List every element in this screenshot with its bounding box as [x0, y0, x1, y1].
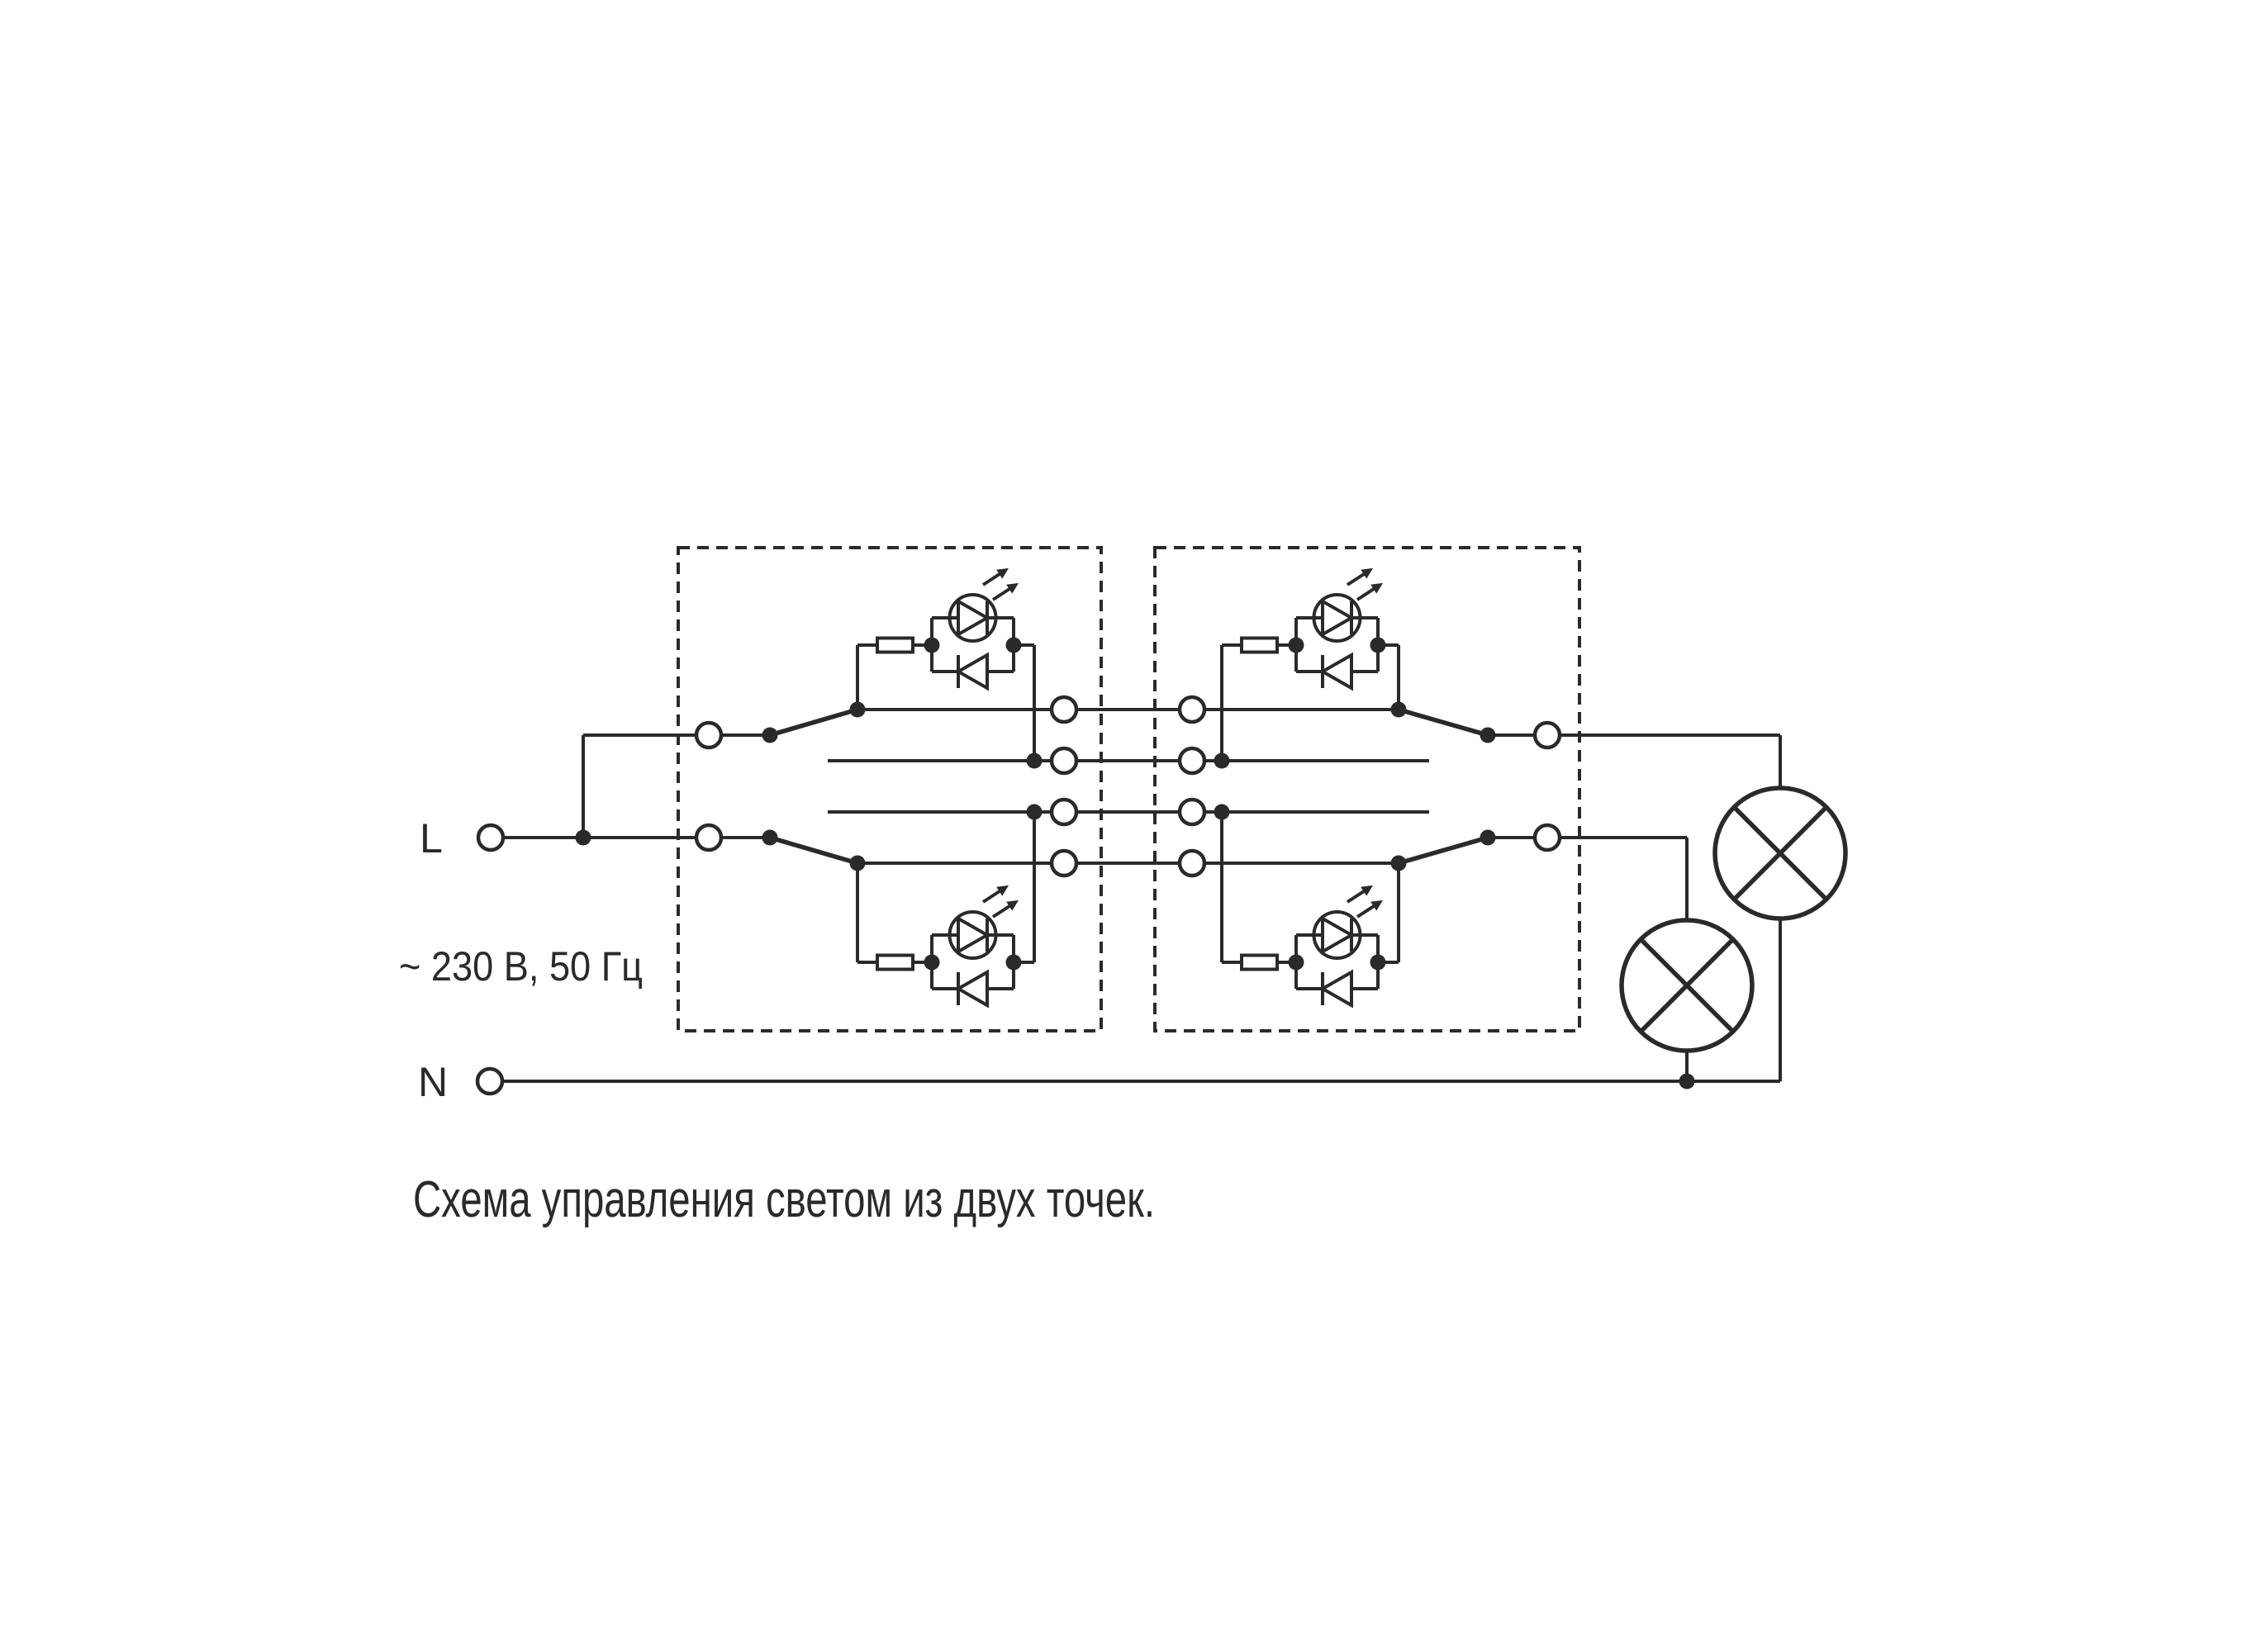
wires — [502, 645, 1782, 1083]
junction-dot-icon — [1214, 804, 1230, 820]
terminal-circle-icon — [1532, 823, 1562, 852]
junction-dot-icon — [849, 855, 866, 871]
junction-dot-icon — [1390, 855, 1407, 871]
junction-dot-icon — [849, 701, 866, 718]
switch-lever — [769, 707, 858, 738]
switch-lever — [1398, 707, 1489, 738]
terminal-circle-icon — [1177, 848, 1207, 878]
switch-unit-2-outline — [1153, 546, 1581, 1032]
junction-dots — [575, 701, 1695, 1089]
junction-dot-icon — [762, 727, 778, 743]
lamp-1 — [1712, 786, 1848, 921]
switch-lever — [1398, 835, 1489, 866]
terminal-circle-icon — [1049, 848, 1079, 878]
terminal-circle-icon — [1177, 746, 1207, 776]
terminals — [475, 695, 1562, 1096]
junction-dot-icon — [1026, 804, 1043, 820]
terminal-circle-icon — [1049, 797, 1079, 827]
terminal-circle-icon — [694, 823, 724, 852]
terminal-circle-icon — [1049, 746, 1079, 776]
junction-dot-icon — [762, 829, 778, 846]
switch-unit-1-outline — [677, 546, 1103, 1032]
terminal-circle-icon — [1049, 695, 1079, 724]
terminal-circle-icon — [1177, 797, 1207, 827]
led-indicator-circuit — [1220, 879, 1400, 1007]
led-indicator-circuit — [1220, 562, 1400, 690]
line-label: L — [420, 815, 443, 862]
terminal-circle-icon — [1532, 720, 1562, 750]
neutral-label: N — [418, 1059, 448, 1105]
led-indicator-circuit — [856, 879, 1036, 1007]
terminal-circle-icon — [1177, 695, 1207, 724]
junction-dot-icon — [1480, 829, 1496, 846]
lamp-2 — [1619, 918, 1755, 1053]
switch-levers — [769, 707, 1489, 866]
voltage-label: ~ 230 В, 50 Гц — [399, 943, 643, 990]
junction-dot-icon — [1480, 727, 1496, 743]
junction-dot-icon — [1026, 752, 1043, 769]
neutral-terminal-icon — [475, 1066, 505, 1096]
line-terminal-icon — [476, 823, 506, 852]
junction-dot-icon — [1390, 701, 1407, 718]
switch-lever — [769, 835, 858, 866]
caption: Схема управления светом из двух точек. — [413, 1171, 1155, 1228]
terminal-circle-icon — [694, 720, 724, 750]
junction-dot-icon — [1679, 1073, 1695, 1089]
junction-dot-icon — [1214, 752, 1230, 769]
led-indicator-circuit — [856, 562, 1036, 690]
junction-dot-icon — [575, 829, 591, 846]
